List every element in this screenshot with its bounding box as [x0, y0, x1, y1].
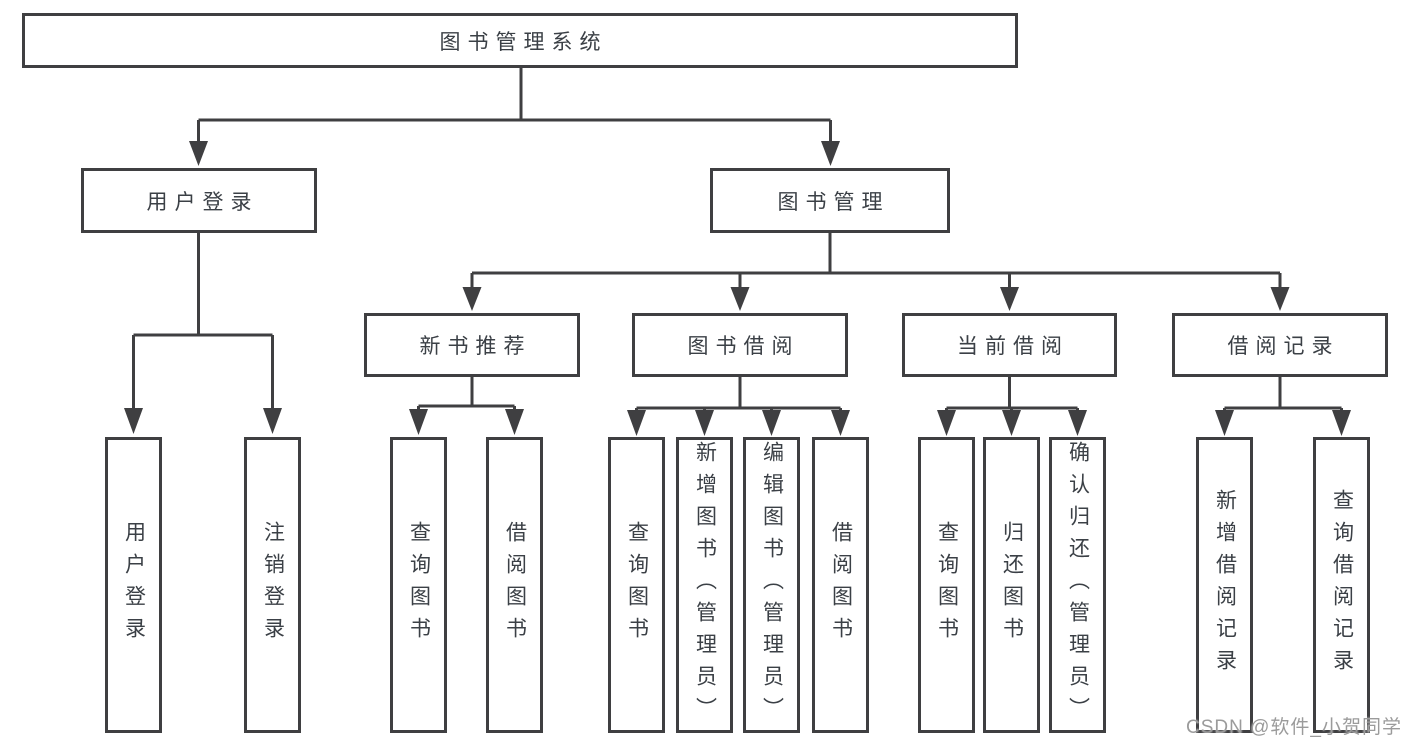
- node-label: 借阅记录: [1227, 335, 1340, 358]
- node-label: 图书管理系统: [439, 30, 608, 54]
- leaf-logout: 注销登录: [244, 437, 301, 733]
- node-user-login: 用户登录: [81, 168, 317, 233]
- node-borrowing-records: 借阅记录: [1172, 313, 1388, 377]
- node-library-management-system: 图书管理系统: [22, 13, 1018, 68]
- node-current-borrowing: 当前借阅: [902, 313, 1117, 377]
- node-book-borrowing: 图书借阅: [632, 313, 848, 377]
- leaf-label: 查询图书: [407, 521, 431, 649]
- leaf-label: 注销登录: [261, 521, 285, 649]
- leaf-label: 查询借阅记录: [1330, 489, 1354, 681]
- leaf-label: 查询图书: [625, 521, 649, 649]
- leaf-label: 归还图书: [1000, 521, 1024, 649]
- node-book-management: 图书管理: [710, 168, 950, 233]
- node-label: 图书借阅: [687, 335, 800, 358]
- arrowheads: [124, 141, 1351, 436]
- node-label: 当前借阅: [957, 335, 1069, 358]
- leaf-query-books-borrow: 查询图书: [608, 437, 665, 733]
- leaf-confirm-return-admin: 确认归还（管理员）: [1049, 437, 1106, 733]
- leaf-label: 新增图书（管理员）: [693, 441, 717, 729]
- node-label: 图书管理: [777, 190, 890, 214]
- leaf-label: 查询图书: [935, 521, 959, 649]
- leaf-add-borrow-record: 新增借阅记录: [1196, 437, 1253, 733]
- leaf-label: 借阅图书: [503, 521, 527, 649]
- csdn-watermark: CSDN @软件_小贺同学: [1186, 717, 1402, 738]
- leaf-label: 确认归还（管理员）: [1066, 441, 1090, 729]
- leaf-borrow-books-recommend: 借阅图书: [486, 437, 543, 733]
- node-label: 新书推荐: [419, 335, 532, 358]
- leaf-borrow-books: 借阅图书: [812, 437, 869, 733]
- leaf-label: 编辑图书（管理员）: [760, 441, 784, 729]
- leaf-label: 用户登录: [122, 521, 146, 649]
- leaf-label: 借阅图书: [829, 521, 853, 649]
- node-new-book-recommendation: 新书推荐: [364, 313, 580, 377]
- leaf-edit-book-admin: 编辑图书（管理员）: [743, 437, 800, 733]
- leaf-return-books: 归还图书: [983, 437, 1040, 733]
- node-label: 用户登录: [146, 190, 259, 214]
- leaf-query-borrow-record: 查询借阅记录: [1313, 437, 1370, 733]
- leaf-query-books-recommend: 查询图书: [390, 437, 447, 733]
- leaf-add-book-admin: 新增图书（管理员）: [676, 437, 733, 733]
- leaf-user-login: 用户登录: [105, 437, 162, 733]
- leaf-label: 新增借阅记录: [1213, 489, 1237, 681]
- leaf-query-books-current: 查询图书: [918, 437, 975, 733]
